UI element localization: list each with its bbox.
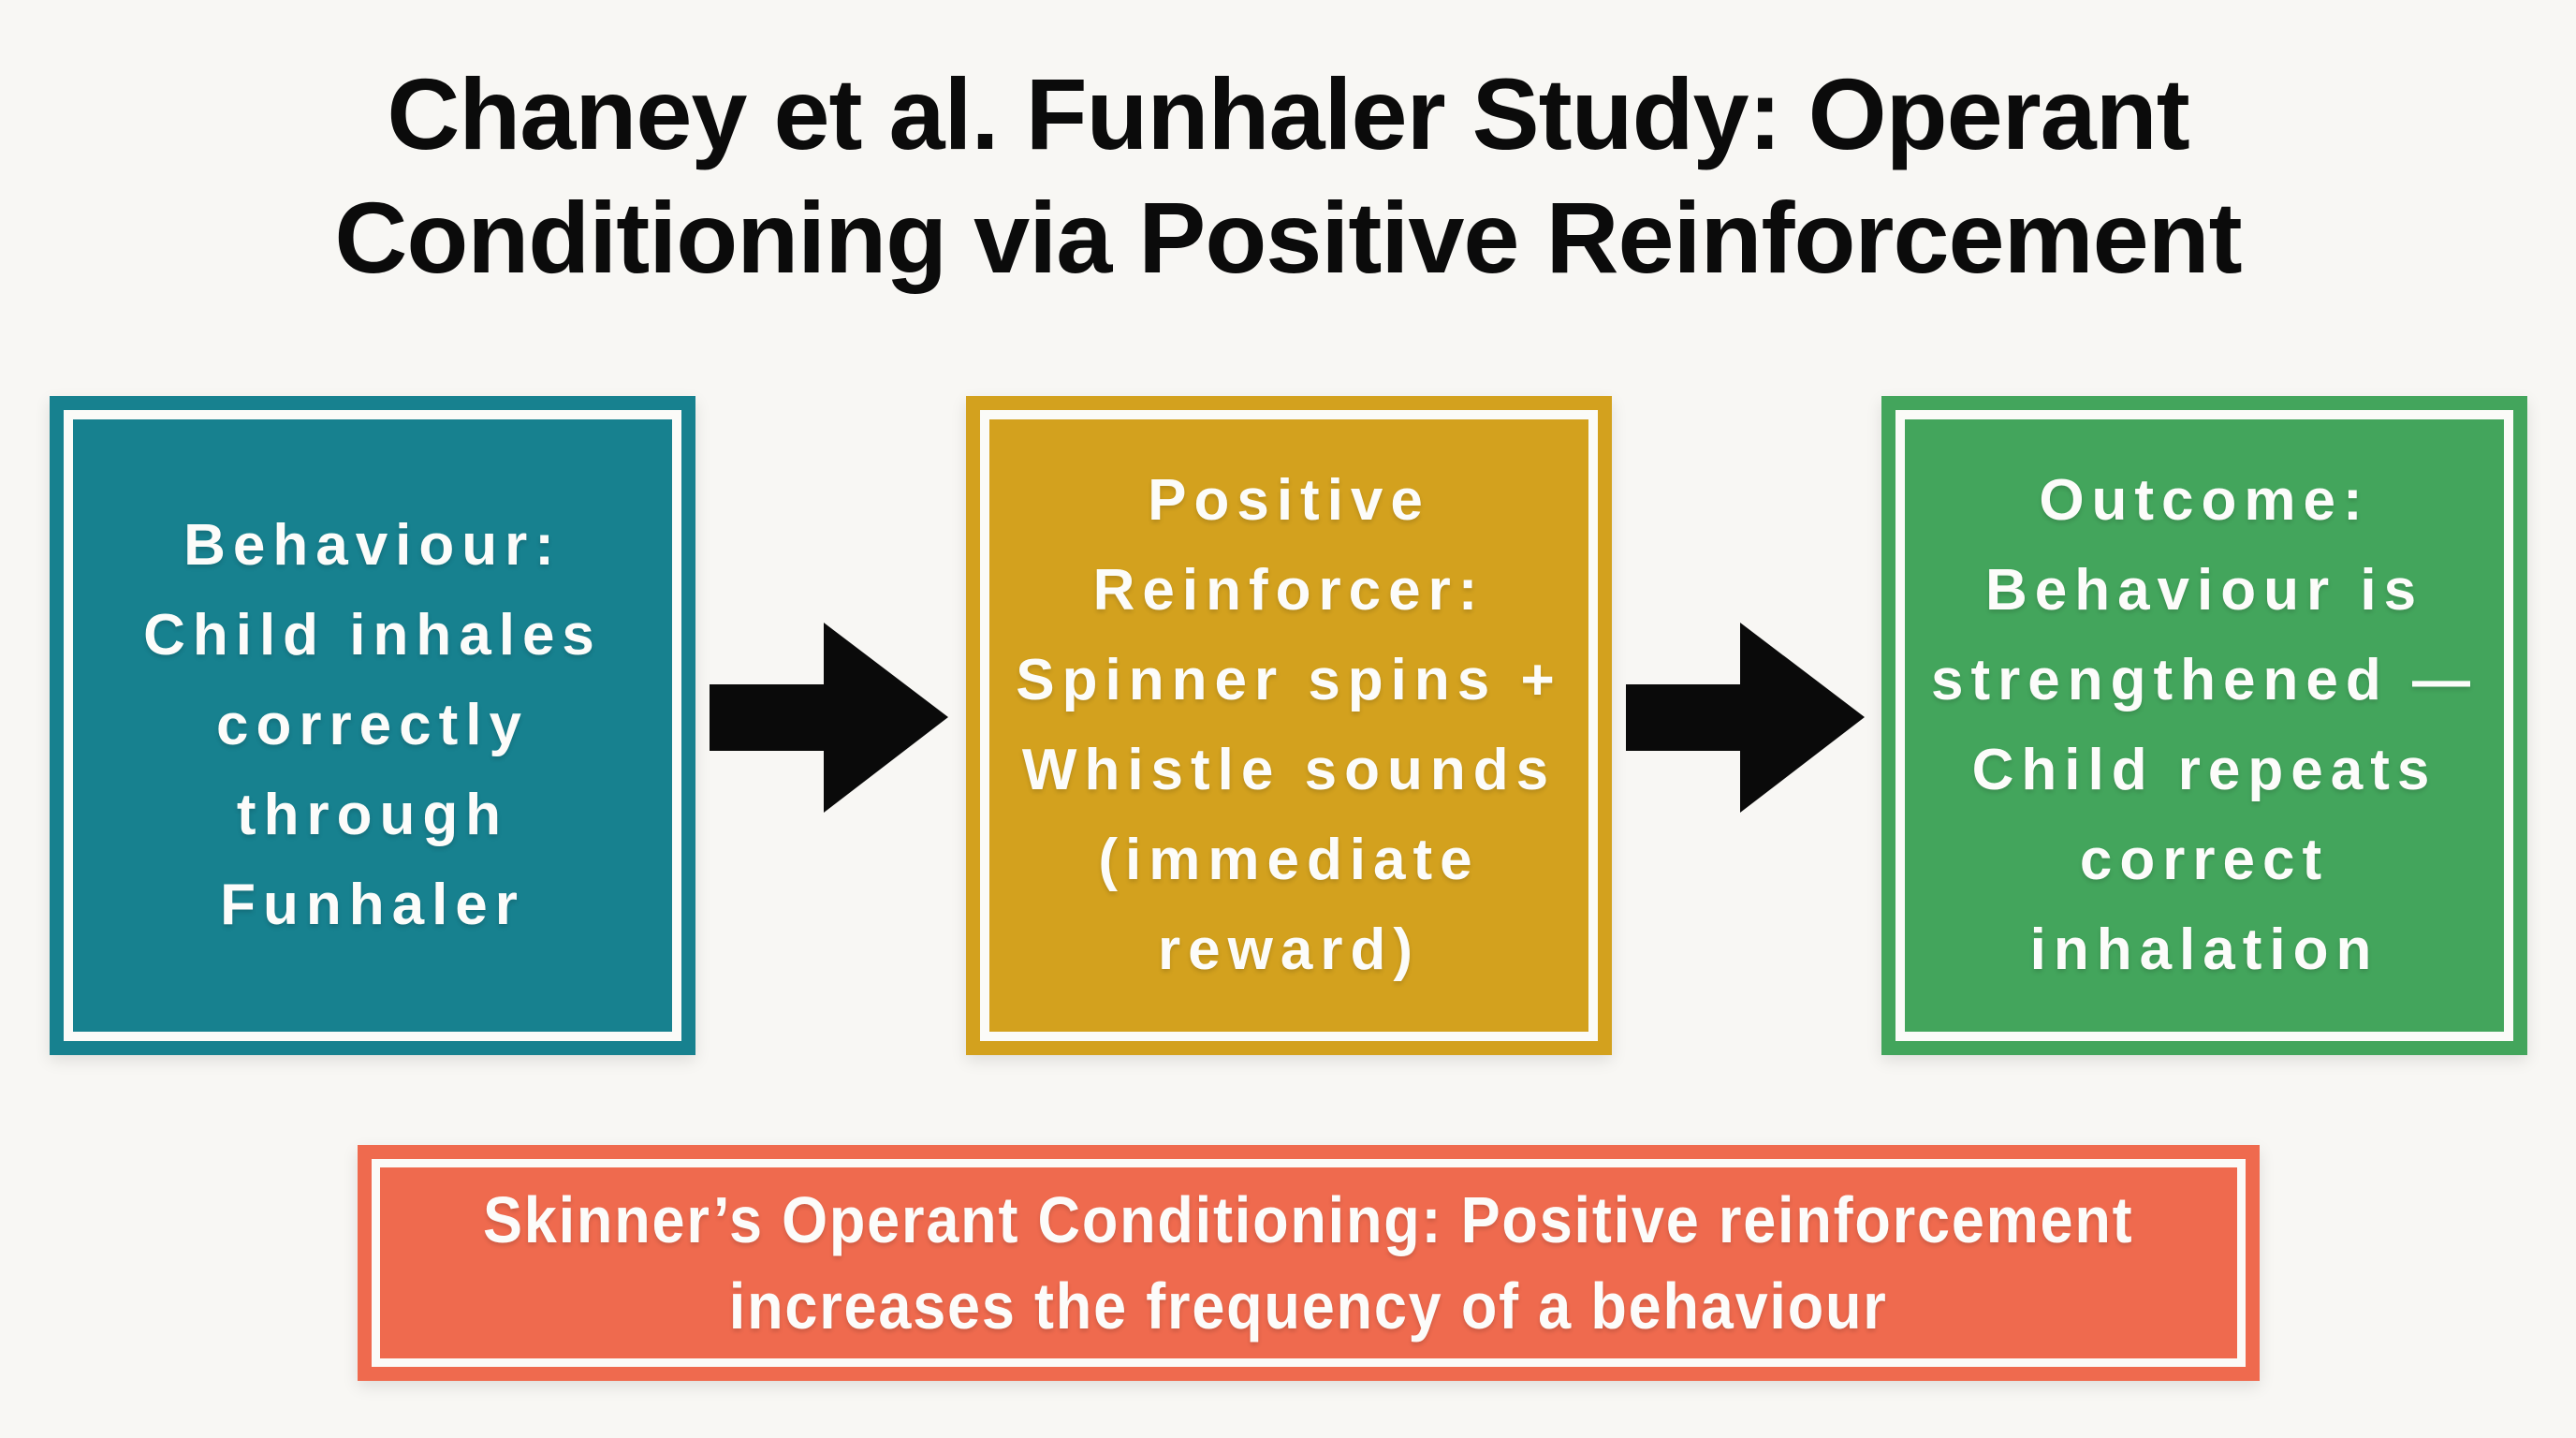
behaviour-box-text: Behaviour: Child inhales correctly throu… (115, 501, 630, 950)
principle-banner: Skinner’s Operant Conditioning: Positive… (358, 1145, 2260, 1381)
outcome-line: strengthened — (1931, 648, 2478, 712)
positive-reinforcer-line: (immediate (1098, 828, 1480, 892)
right-arrow-shape (1626, 623, 1865, 813)
positive-reinforcer-line: Positive (1148, 468, 1430, 533)
behaviour-line: through (236, 783, 509, 847)
behaviour-line: Funhaler (220, 873, 525, 937)
right-arrow-icon (1626, 623, 1865, 813)
outcome-line: Behaviour is (1984, 558, 2424, 623)
principle-line: increases the frequency of a behaviour (729, 1269, 1888, 1343)
positive-reinforcer-box: Positive Reinforcer: Spinner spins + Whi… (966, 396, 1612, 1055)
outcome-line: Child repeats (1971, 738, 2437, 802)
page-title-line-2: Conditioning via Positive Reinforcement (334, 180, 2242, 294)
page-title: Chaney et al. Funhaler Study: Operant Co… (0, 52, 2576, 300)
outcome-box-text: Outcome: Behaviour is strengthened — Chi… (1903, 456, 2506, 995)
behaviour-line: Child inhales (143, 603, 602, 668)
outcome-line: Outcome: (2039, 468, 2370, 533)
principle-banner-text: Skinner’s Operant Conditioning: Positive… (483, 1177, 2133, 1349)
outcome-line: inhalation (2029, 917, 2379, 982)
outcome-box: Outcome: Behaviour is strengthened — Chi… (1881, 396, 2527, 1055)
positive-reinforcer-box-text: Positive Reinforcer: Spinner spins + Whi… (988, 456, 1589, 995)
positive-reinforcer-line: Reinforcer: (1092, 558, 1486, 623)
positive-reinforcer-line: Whistle sounds (1021, 738, 1557, 802)
positive-reinforcer-line: reward) (1158, 917, 1420, 982)
behaviour-line: correctly (216, 693, 529, 757)
principle-line: Skinner’s Operant Conditioning: Positive… (483, 1183, 2134, 1256)
page-title-line-1: Chaney et al. Funhaler Study: Operant (387, 57, 2189, 170)
outcome-line: correct (2079, 828, 2330, 892)
right-arrow-shape (710, 623, 948, 813)
right-arrow-icon (710, 623, 948, 813)
behaviour-line: Behaviour: (183, 513, 562, 578)
positive-reinforcer-line: Spinner spins + (1016, 648, 1562, 712)
behaviour-box: Behaviour: Child inhales correctly throu… (50, 396, 695, 1055)
